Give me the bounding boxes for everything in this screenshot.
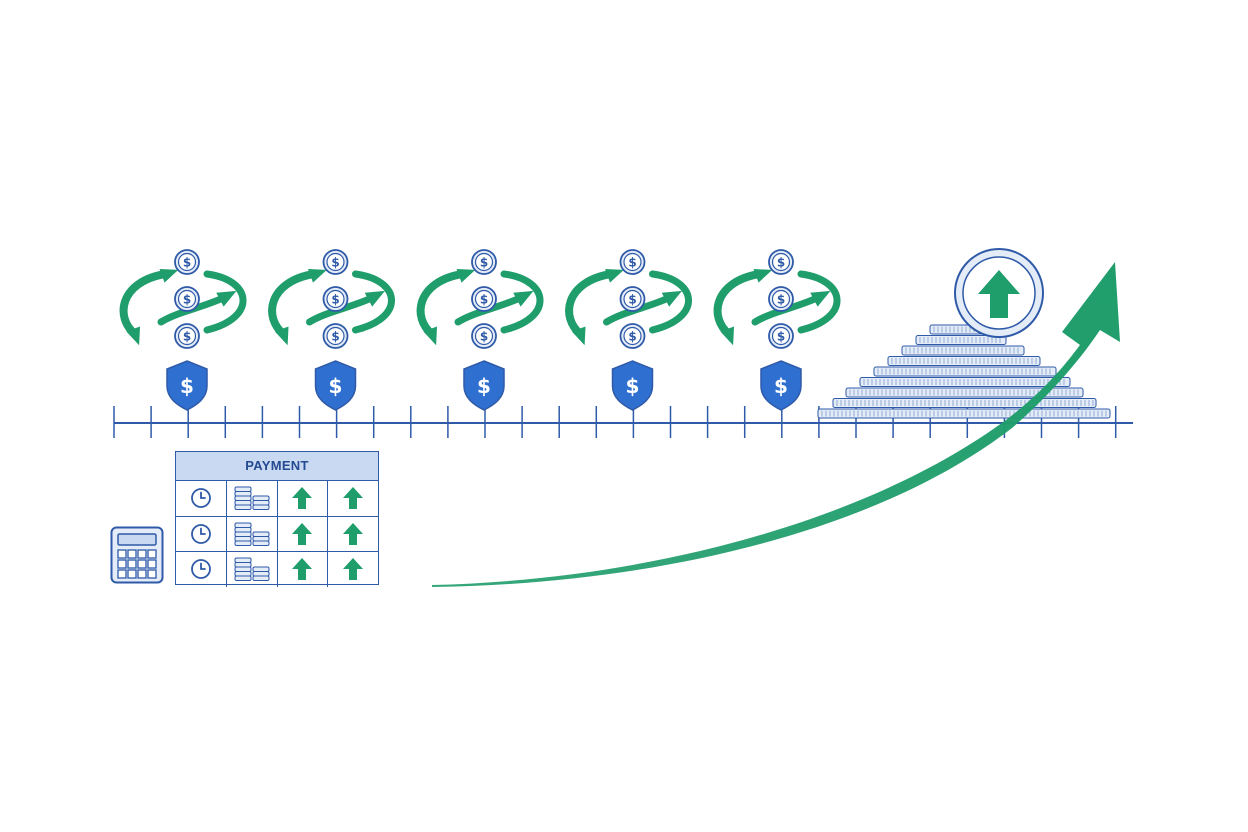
payment-rows <box>176 481 378 587</box>
dollar-coin-icon: $ <box>768 286 794 312</box>
coin-symbol: $ <box>628 256 636 270</box>
payment-header: PAYMENT <box>176 452 378 481</box>
coin-layer <box>873 366 1057 377</box>
coin-symbol: $ <box>480 330 488 344</box>
coins-stack-icon <box>225 552 277 587</box>
coin-layer <box>845 387 1084 398</box>
up-arrow-icon <box>276 481 328 516</box>
coin-symbol: $ <box>183 293 191 307</box>
shield-symbol: $ <box>774 374 788 398</box>
dollar-coin-icon: $ <box>322 323 349 349</box>
coins-stack-icon <box>225 481 277 516</box>
dollar-coin-icon: $ <box>619 249 646 275</box>
payment-table: PAYMENT <box>175 451 379 587</box>
recycle-arrows-icon <box>416 268 544 346</box>
coin-layer <box>859 377 1071 387</box>
coin-symbol: $ <box>331 330 339 344</box>
dollar-coin-icon: $ <box>471 249 497 275</box>
up-arrow-icon <box>327 552 378 587</box>
dollar-coin-icon: $ <box>322 286 349 312</box>
up-arrow-icon <box>327 516 378 551</box>
coin-symbol: $ <box>331 256 339 270</box>
coin-symbol: $ <box>777 293 785 307</box>
clock-icon <box>176 517 226 552</box>
cycle-group: $ $ $ $ <box>416 249 544 411</box>
dollar-coin-icon: $ <box>471 323 497 349</box>
up-arrow-icon <box>276 552 328 587</box>
dollar-coin-icon: $ <box>174 323 200 349</box>
dollar-coin-icon: $ <box>619 286 646 312</box>
coin-symbol: $ <box>777 256 785 270</box>
payment-row <box>176 481 378 516</box>
shield-dollar-icon: $ <box>463 360 505 411</box>
recycle-arrows-icon <box>713 268 841 346</box>
coin-layer <box>901 345 1025 356</box>
coin-symbol: $ <box>628 330 636 344</box>
shield-dollar-icon: $ <box>760 360 802 411</box>
coin-layer <box>887 356 1041 366</box>
coin-symbol: $ <box>628 293 636 307</box>
payment-row <box>176 515 378 552</box>
coin-symbol: $ <box>480 293 488 307</box>
coin-symbol: $ <box>183 330 191 344</box>
dollar-coin-icon: $ <box>471 286 497 312</box>
dollar-coin-icon: $ <box>768 249 794 275</box>
up-arrow-icon <box>327 481 378 516</box>
coin-layer <box>832 398 1097 408</box>
dollar-coin-icon: $ <box>174 249 200 275</box>
clock-icon <box>176 481 226 516</box>
up-arrow-icon <box>276 516 328 551</box>
timeline <box>113 406 1133 438</box>
calculator-icon <box>110 526 164 584</box>
cycle-group: $ $ $ $ <box>713 249 841 411</box>
coin-symbol: $ <box>331 293 339 307</box>
clock-icon <box>176 552 226 587</box>
coin-symbol: $ <box>777 330 785 344</box>
cycle-group: $ $ $ $ <box>268 249 395 411</box>
shield-dollar-icon: $ <box>166 360 208 411</box>
shield-dollar-icon: $ <box>314 360 357 411</box>
shield-symbol: $ <box>626 374 640 398</box>
shield-dollar-icon: $ <box>611 360 654 411</box>
dollar-coin-icon: $ <box>619 323 646 349</box>
coin-symbol: $ <box>480 256 488 270</box>
cycle-groups: $ $ $ $ $ $ $ $ $ $ $ $ $ $ $ $ $ $ $ $ <box>119 249 841 411</box>
shield-symbol: $ <box>477 374 491 398</box>
shield-symbol: $ <box>180 374 194 398</box>
payment-row <box>176 551 378 587</box>
shield-symbol: $ <box>329 374 343 398</box>
dollar-coin-icon: $ <box>322 249 349 275</box>
dollar-coin-icon: $ <box>768 323 794 349</box>
dollar-coin-icon: $ <box>174 286 200 312</box>
coin-layer <box>915 335 1007 345</box>
up-arrow-coin-icon <box>954 248 1044 338</box>
coin-symbol: $ <box>183 256 191 270</box>
coins-stack-icon <box>225 516 277 551</box>
cycle-group: $ $ $ $ <box>119 249 247 411</box>
coin-layer <box>817 408 1111 419</box>
cycle-group: $ $ $ $ <box>565 249 692 411</box>
